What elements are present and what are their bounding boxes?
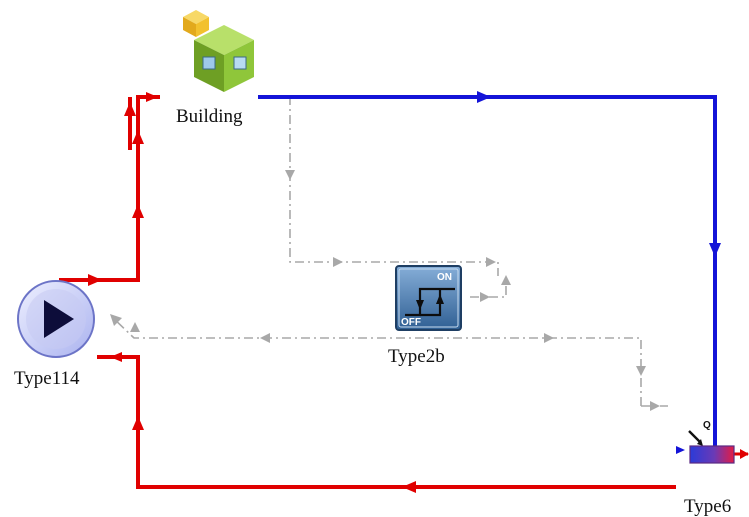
control-line-heater-to-type2b[interactable] bbox=[110, 315, 642, 406]
control-arrow-down-1 bbox=[285, 170, 295, 180]
red-pipe-pump-to-building[interactable] bbox=[59, 95, 160, 282]
blue-arrow-down bbox=[709, 243, 721, 257]
blue-pipe-building-to-heater[interactable] bbox=[258, 95, 717, 452]
red-arrow-up-2 bbox=[132, 130, 144, 144]
controller-component[interactable]: ON OFF Type2b bbox=[388, 265, 462, 367]
pump-component[interactable]: Type114 bbox=[14, 280, 95, 389]
controller-label: Type2b bbox=[388, 346, 445, 367]
red-arrow-up-1 bbox=[132, 204, 144, 218]
red-pipe-heater-to-pump[interactable] bbox=[97, 355, 676, 489]
red-arrow-up-3 bbox=[124, 102, 136, 116]
pump-play-icon bbox=[17, 280, 95, 358]
building-label: Building bbox=[176, 106, 243, 127]
building-component[interactable]: Building bbox=[176, 10, 254, 127]
red-arrow-left-1 bbox=[402, 481, 416, 493]
controller-off-text: OFF bbox=[401, 317, 421, 328]
red-arrow-right-2 bbox=[146, 92, 158, 102]
heater-component[interactable]: Q Type6 bbox=[684, 420, 735, 517]
control-arrow-up-2 bbox=[130, 322, 140, 332]
hot-supply-connections bbox=[59, 92, 749, 493]
red-arrow-left-2 bbox=[110, 352, 122, 362]
control-arrow-left-1 bbox=[260, 333, 270, 343]
control-line-type2b-output[interactable] bbox=[470, 276, 507, 298]
control-arrow-right-2 bbox=[486, 257, 496, 267]
cold-return-connection bbox=[258, 91, 721, 454]
pump-label: Type114 bbox=[14, 368, 80, 389]
red-arrow-heater-outlet bbox=[740, 449, 749, 459]
on-off-controller-icon: ON OFF bbox=[395, 265, 462, 331]
control-arrow-up-left bbox=[110, 314, 122, 326]
auxiliary-heater-icon: Q bbox=[688, 420, 735, 464]
control-arrow-right-4 bbox=[544, 333, 554, 343]
control-arrow-right-1 bbox=[333, 257, 343, 267]
blue-arrow-right bbox=[477, 91, 491, 103]
control-arrow-right-5 bbox=[650, 401, 660, 411]
heater-label: Type6 bbox=[684, 496, 731, 517]
control-connections bbox=[110, 96, 668, 411]
building-cube-icon bbox=[183, 10, 254, 92]
red-arrow-up-4 bbox=[132, 416, 144, 430]
blue-arrow-heater-inlet bbox=[676, 446, 685, 454]
red-arrow-right-1 bbox=[88, 274, 102, 286]
control-arrow-down-2 bbox=[636, 366, 646, 376]
heater-q-text: Q bbox=[703, 420, 711, 431]
control-line-building-to-type2b[interactable] bbox=[289, 96, 499, 276]
control-arrow-up-1 bbox=[501, 275, 511, 285]
control-arrow-right-3 bbox=[480, 292, 490, 302]
controller-on-text: ON bbox=[437, 272, 452, 283]
